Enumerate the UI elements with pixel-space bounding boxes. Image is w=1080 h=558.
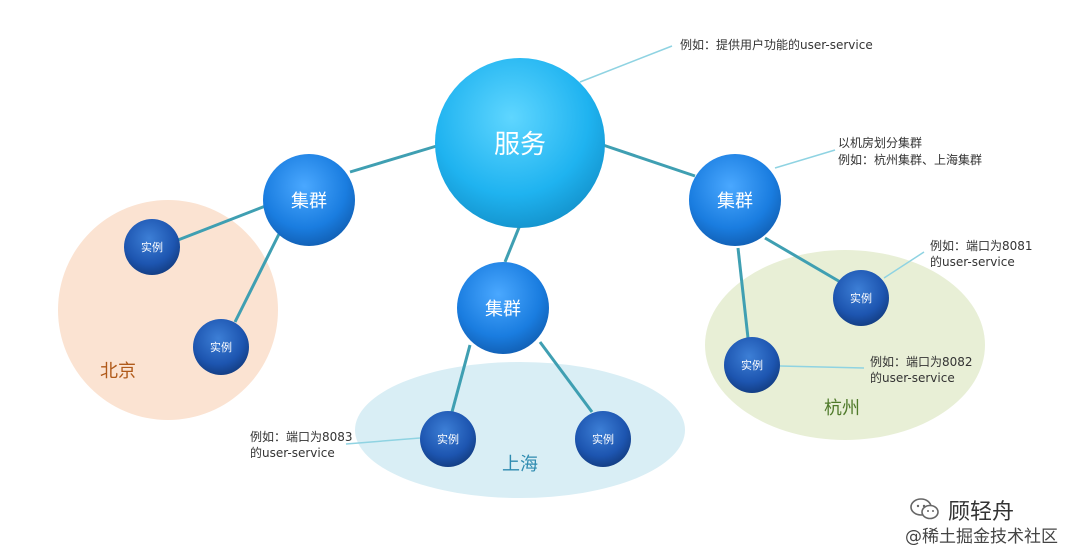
region-hangzhou-area [705,250,985,440]
pointer-hz-inst2-note [779,365,865,369]
cluster-label: 集群 [291,191,327,212]
annotation-hz-inst1-line2: 的user-service [930,254,1015,269]
edge-service-cluster-shanghai [503,224,522,263]
pointer-sh-inst1-note [345,437,421,445]
cluster-label: 集群 [717,191,753,212]
pointer-service-note [579,45,673,83]
service-node: 服务 [435,58,605,228]
annotation-pointers [345,45,925,445]
watermark-site: @稀土掘金技术社区 [905,527,1058,547]
edge-csh-inst1 [450,344,472,413]
cluster-node-beijing: 集群 [263,154,355,246]
cluster-label: 集群 [485,299,521,320]
instance-label: 实例 [741,358,763,372]
annotation-sh-inst1-line2: 的user-service [250,445,335,460]
region-shanghai-area [355,362,685,498]
annotation-hz-inst1-line1: 例如：端口为8081 [930,238,1033,253]
instance-label: 实例 [141,240,163,254]
edge-cbj-inst2 [233,231,282,323]
instance-node-shanghai-1: 实例 [420,411,476,467]
annotation-service: 例如：提供用户功能的user-service [680,37,873,52]
instance-node-shanghai-2: 实例 [575,411,631,467]
instance-node-beijing-2: 实例 [193,319,249,375]
service-label: 服务 [494,130,546,160]
instance-label: 实例 [592,432,614,446]
instance-node-hangzhou-1: 实例 [833,270,889,326]
instance-node-beijing-1: 实例 [124,219,180,275]
edge-chz-inst2 [736,247,750,339]
wechat-icon [910,498,939,520]
region-label-shanghai: 上海 [502,454,538,475]
instance-label: 实例 [437,432,459,446]
pointer-cluster-note [774,149,836,169]
annotation-cluster-line2: 例如：杭州集群、上海集群 [838,152,982,167]
edge-service-cluster-hangzhou [602,143,696,178]
watermark-author: 顾轻舟 [948,500,1015,525]
edge-csh-inst2 [538,341,594,413]
cluster-node-shanghai: 集群 [457,262,549,354]
instance-label: 实例 [210,340,232,354]
edge-cbj-inst1 [177,203,269,242]
annotation-hz-inst2-line1: 例如：端口为8082 [870,354,973,369]
edge-service-cluster-beijing [349,143,441,174]
region-label-beijing: 北京 [100,361,136,382]
annotation-sh-inst1-line1: 例如：端口为8083 [250,429,353,444]
cluster-node-hangzhou: 集群 [689,154,781,246]
instance-node-hangzhou-2: 实例 [724,337,780,393]
annotation-cluster-line1: 以机房划分集群 [838,135,922,150]
pointer-hz-inst1-note [883,251,925,279]
edge-chz-inst1 [764,236,843,285]
instance-label: 实例 [850,291,872,305]
edges [177,143,843,413]
region-label-hangzhou: 杭州 [824,398,860,419]
annotation-hz-inst2-line2: 的user-service [870,370,955,385]
